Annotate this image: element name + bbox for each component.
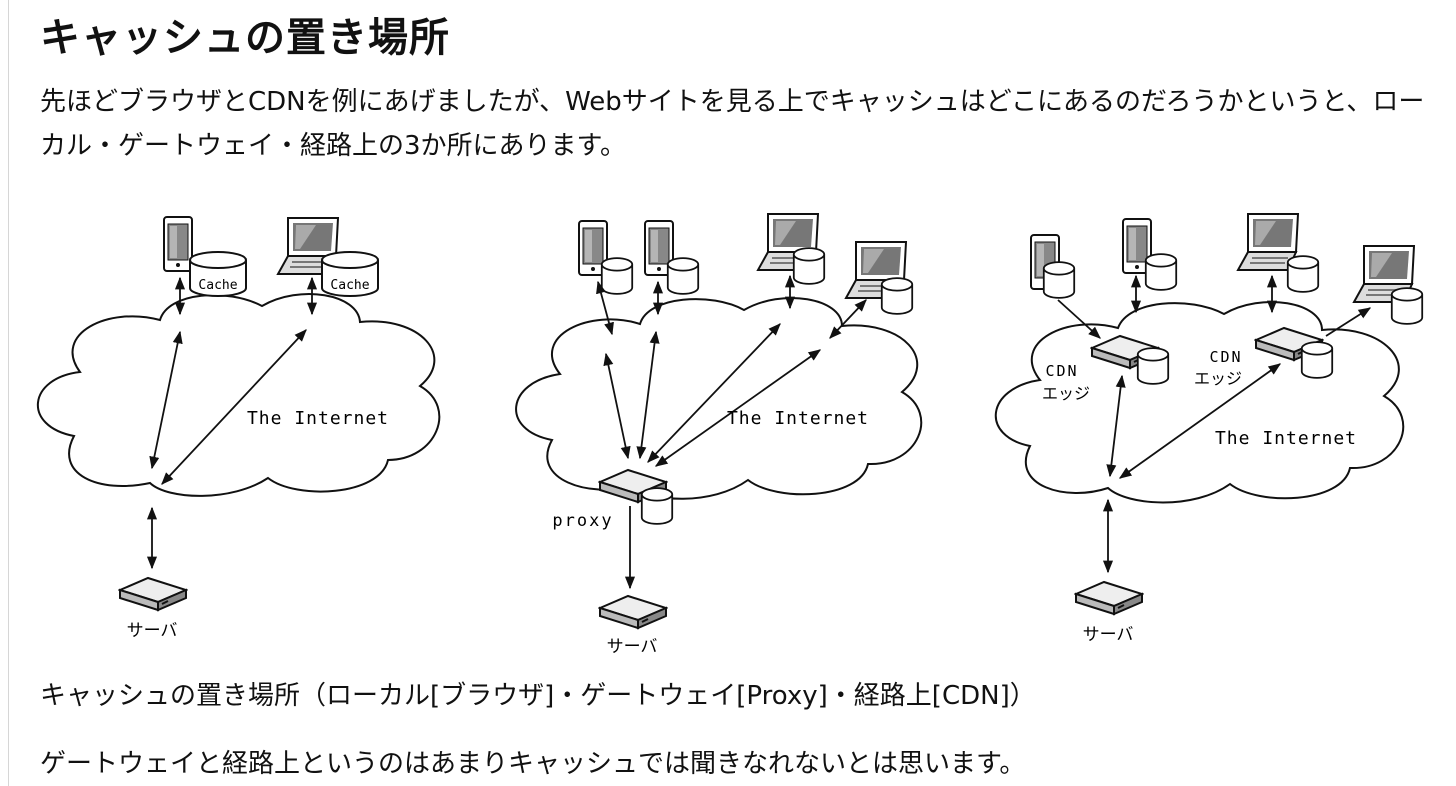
cache-database-icon xyxy=(1144,253,1178,291)
server-icon xyxy=(1075,581,1143,615)
cache-database-icon xyxy=(1136,347,1170,385)
smartphone-icon xyxy=(163,216,193,272)
intro-paragraph: 先ほどブラウザとCDNを例にあげましたが、Webサイトを見る上でキャッシュはどこ… xyxy=(40,87,1425,161)
cache-database-icon xyxy=(792,247,826,285)
panel-proxy: The Internet proxy サーバ xyxy=(515,213,923,657)
server-label: サーバ xyxy=(1083,625,1134,645)
cache-label: Cache xyxy=(330,278,369,293)
proxy-label: proxy xyxy=(552,511,613,531)
cache-database-icon xyxy=(1390,287,1424,325)
internet-cloud xyxy=(36,293,441,497)
panel-cdn: CDN エッジ CDN エッジ The Internet サーバ xyxy=(994,213,1424,645)
internet-cloud xyxy=(515,297,923,500)
connection-arrow xyxy=(1057,299,1101,339)
cache-label: Cache xyxy=(198,278,237,293)
cdn-edge-label: エッジ xyxy=(1042,384,1090,403)
internet-label: The Internet xyxy=(247,408,389,429)
connection-arrow xyxy=(161,329,307,485)
cdn-edge-label: CDN xyxy=(1209,348,1242,366)
content-frame xyxy=(8,0,1456,786)
connection-arrow xyxy=(654,349,822,467)
section-heading: キャッシュの置き場所 xyxy=(40,15,450,61)
panel-local: Cache Cache The Internet サーバ xyxy=(36,216,441,641)
cache-database-icon xyxy=(880,277,914,315)
connection-arrow xyxy=(603,352,631,460)
cache-database-icon xyxy=(1042,261,1076,299)
cdn-edge-label: エッジ xyxy=(1194,369,1242,388)
connection-arrow xyxy=(596,280,614,336)
next-paragraph: ゲートウェイと経路上というのはあまりキャッシュでは聞きなれないとは思います。 xyxy=(40,749,1026,779)
figure-caption: キャッシュの置き場所（ローカル[ブラウザ]・ゲートウェイ[Proxy]・経路上[… xyxy=(40,681,1036,711)
cache-database-icon xyxy=(640,487,674,525)
connection-arrow xyxy=(1118,363,1282,479)
cdn-edge-label: CDN xyxy=(1045,362,1078,380)
connection-arrow xyxy=(1325,307,1372,337)
cache-database-icon xyxy=(600,257,634,295)
server-icon xyxy=(599,595,667,629)
internet-label: The Internet xyxy=(1215,428,1357,449)
internet-label: The Internet xyxy=(727,408,869,429)
cache-database-icon xyxy=(666,257,700,295)
cache-location-diagram: Cache Cache The Internet サーバ xyxy=(36,213,1424,657)
cache-database-icon xyxy=(1300,341,1334,379)
server-label: サーバ xyxy=(127,621,178,641)
connection-arrow xyxy=(829,299,867,339)
cache-database-icon xyxy=(1286,255,1320,293)
server-label: サーバ xyxy=(607,637,658,657)
server-icon xyxy=(119,577,187,611)
